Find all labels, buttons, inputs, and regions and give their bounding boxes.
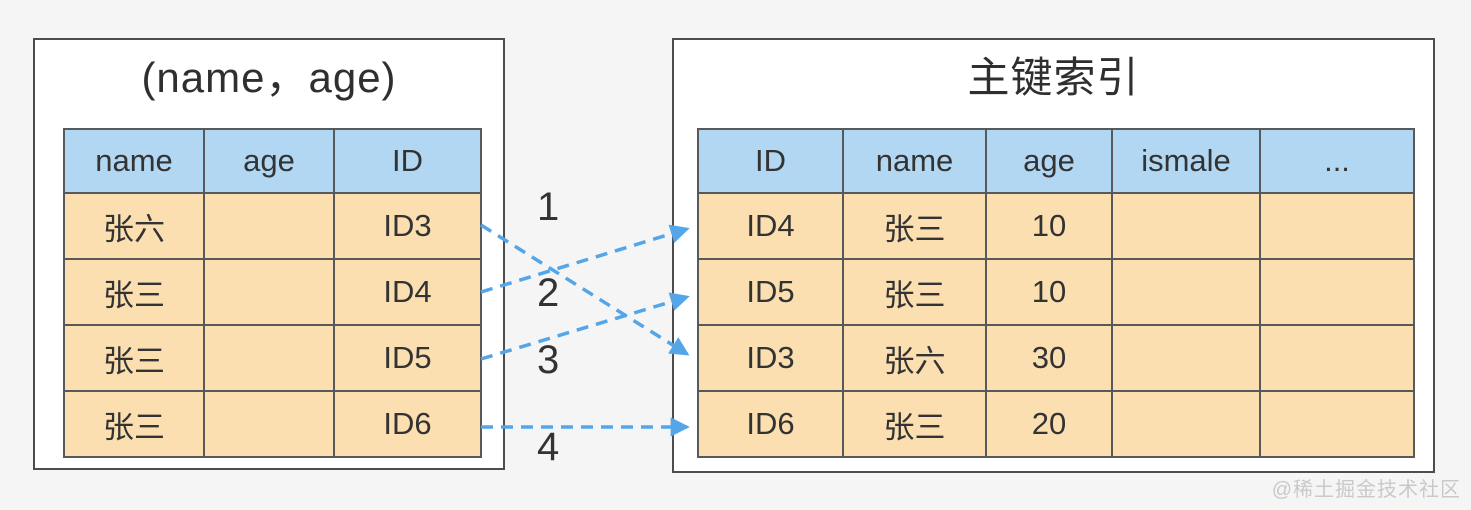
cell-name: 张六 [842,324,987,392]
column-header-ellipsis: ... [1259,128,1415,194]
table-row: ID6 张三 20 [697,390,1415,458]
cell-age [203,192,335,260]
primary-key-index-title: 主键索引 [967,54,1140,101]
table-header-row: name age ID [63,128,482,194]
cell-ismale [1111,192,1261,260]
column-header-ismale: ismale [1111,128,1261,194]
table-row: 张六 ID3 [63,192,482,260]
cell-ismale [1111,258,1261,326]
column-header-id: ID [697,128,844,194]
secondary-index-title: (name，age) [141,54,397,101]
column-header-name: name [63,128,205,194]
cell-extra [1259,192,1415,260]
cell-age [203,324,335,392]
column-header-age: age [985,128,1113,194]
secondary-index-panel: (name，age) name age ID 张六 ID3 张三 ID4 张三 [33,38,505,470]
table-row: ID5 张三 10 [697,258,1415,326]
column-header-id: ID [333,128,482,194]
cell-name: 张六 [63,192,205,260]
cell-age [203,258,335,326]
primary-key-index-table: ID name age ismale ... ID4 张三 10 ID5 张三 … [697,128,1415,458]
lookup-arrow-id4 [480,224,690,294]
cell-name: 张三 [63,324,205,392]
cell-id: ID3 [697,324,844,392]
cell-id: ID5 [697,258,844,326]
step-label-1: 1 [537,185,560,229]
primary-key-index-panel: 主键索引 ID name age ismale ... ID4 张三 10 ID… [672,38,1435,473]
cell-id: ID3 [333,192,482,260]
step-label-2: 2 [537,271,560,315]
cell-name: 张三 [842,258,987,326]
cell-name: 张三 [842,390,987,458]
cell-id: ID6 [697,390,844,458]
cell-age [203,390,335,458]
cell-extra [1259,258,1415,326]
column-header-name: name [842,128,987,194]
cell-id: ID4 [333,258,482,326]
secondary-index-table: name age ID 张六 ID3 张三 ID4 张三 ID5 张三 [63,128,482,458]
cell-name: 张三 [842,192,987,260]
cell-ismale [1111,390,1261,458]
cell-age: 10 [985,258,1113,326]
lookup-arrow-id5 [480,292,690,361]
cell-extra [1259,390,1415,458]
table-header-row: ID name age ismale ... [697,128,1415,194]
table-row: ID3 张六 30 [697,324,1415,392]
cell-age: 30 [985,324,1113,392]
step-label-3: 3 [537,338,560,382]
table-row: 张三 ID5 [63,324,482,392]
table-row: 张三 ID4 [63,258,482,326]
cell-extra [1259,324,1415,392]
watermark: @稀土掘金技术社区 [1271,479,1461,501]
cell-name: 张三 [63,390,205,458]
table-row: ID4 张三 10 [697,192,1415,260]
table-row: 张三 ID6 [63,390,482,458]
step-label-4: 4 [537,425,560,469]
column-header-age: age [203,128,335,194]
cell-ismale [1111,324,1261,392]
cell-id: ID4 [697,192,844,260]
cell-age: 20 [985,390,1113,458]
lookup-arrow-id3 [480,223,690,356]
cell-age: 10 [985,192,1113,260]
cell-name: 张三 [63,258,205,326]
cell-id: ID6 [333,390,482,458]
cell-id: ID5 [333,324,482,392]
